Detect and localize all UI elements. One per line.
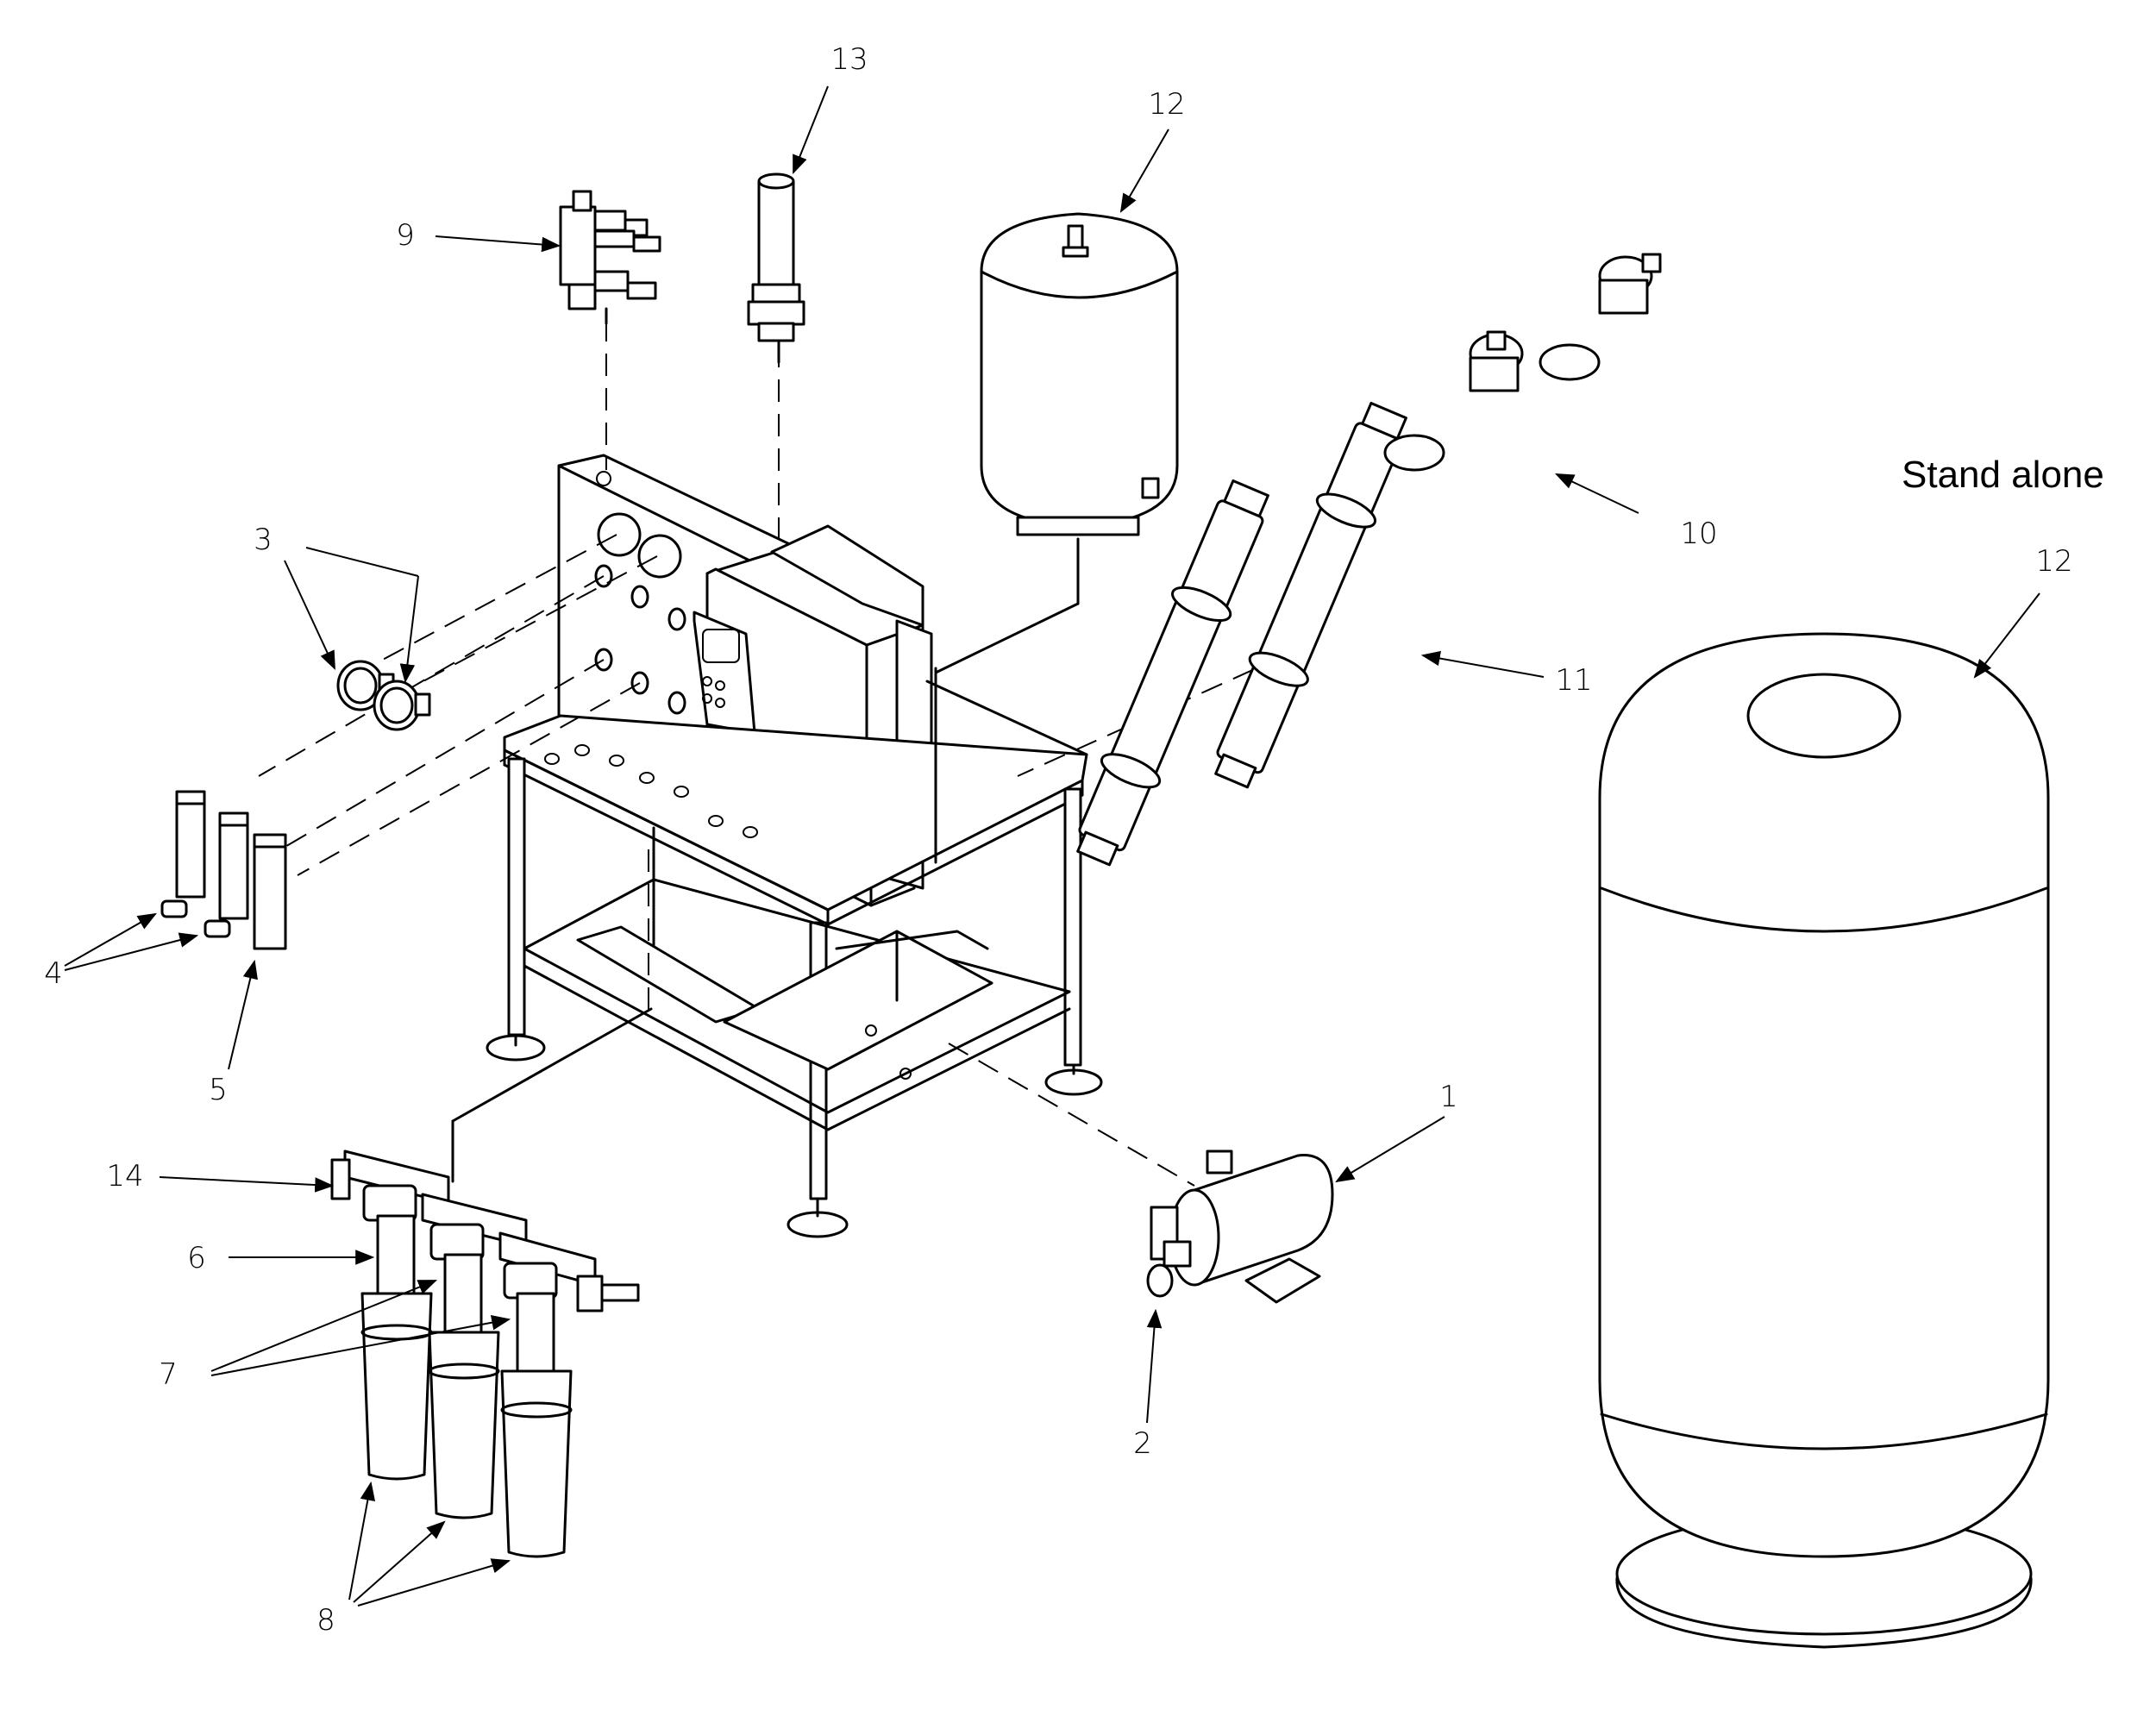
prefilter-assembly xyxy=(330,1150,640,1558)
frame-stand xyxy=(486,454,1103,1238)
callout-1: 1 xyxy=(1439,1080,1458,1114)
callout-8: 8 xyxy=(317,1603,335,1638)
callout-3: 3 xyxy=(254,523,273,557)
callout-11: 11 xyxy=(1555,663,1592,698)
part-9-valve-block xyxy=(559,190,661,325)
callout-7: 7 xyxy=(159,1357,178,1392)
callout-2: 2 xyxy=(1133,1426,1152,1461)
callout-5: 5 xyxy=(209,1073,228,1107)
callout-4: 4 xyxy=(44,956,63,991)
callout-6: 6 xyxy=(187,1241,206,1275)
callout-13: 13 xyxy=(830,42,868,77)
pressure-tank-large xyxy=(1598,632,2050,1649)
callout-10: 10 xyxy=(1680,517,1717,551)
callout-9: 9 xyxy=(396,218,415,253)
callout-12-small-tank: 12 xyxy=(1148,87,1185,122)
assembly-lines xyxy=(258,319,1286,1187)
pressure-tank-small xyxy=(980,212,1179,536)
part-13-vent-pipe xyxy=(747,172,805,364)
part-4-5-flowmeters xyxy=(160,790,287,950)
stand-alone-note: Stand alone xyxy=(1902,454,2104,496)
part-10-11-membranes xyxy=(1076,253,1662,867)
part-1-2-pump xyxy=(1146,1150,1334,1304)
callout-14: 14 xyxy=(106,1159,143,1193)
part-3-gauges xyxy=(336,660,431,731)
callout-12-large-tank: 12 xyxy=(2035,544,2072,579)
leader-lines xyxy=(64,85,2040,1607)
